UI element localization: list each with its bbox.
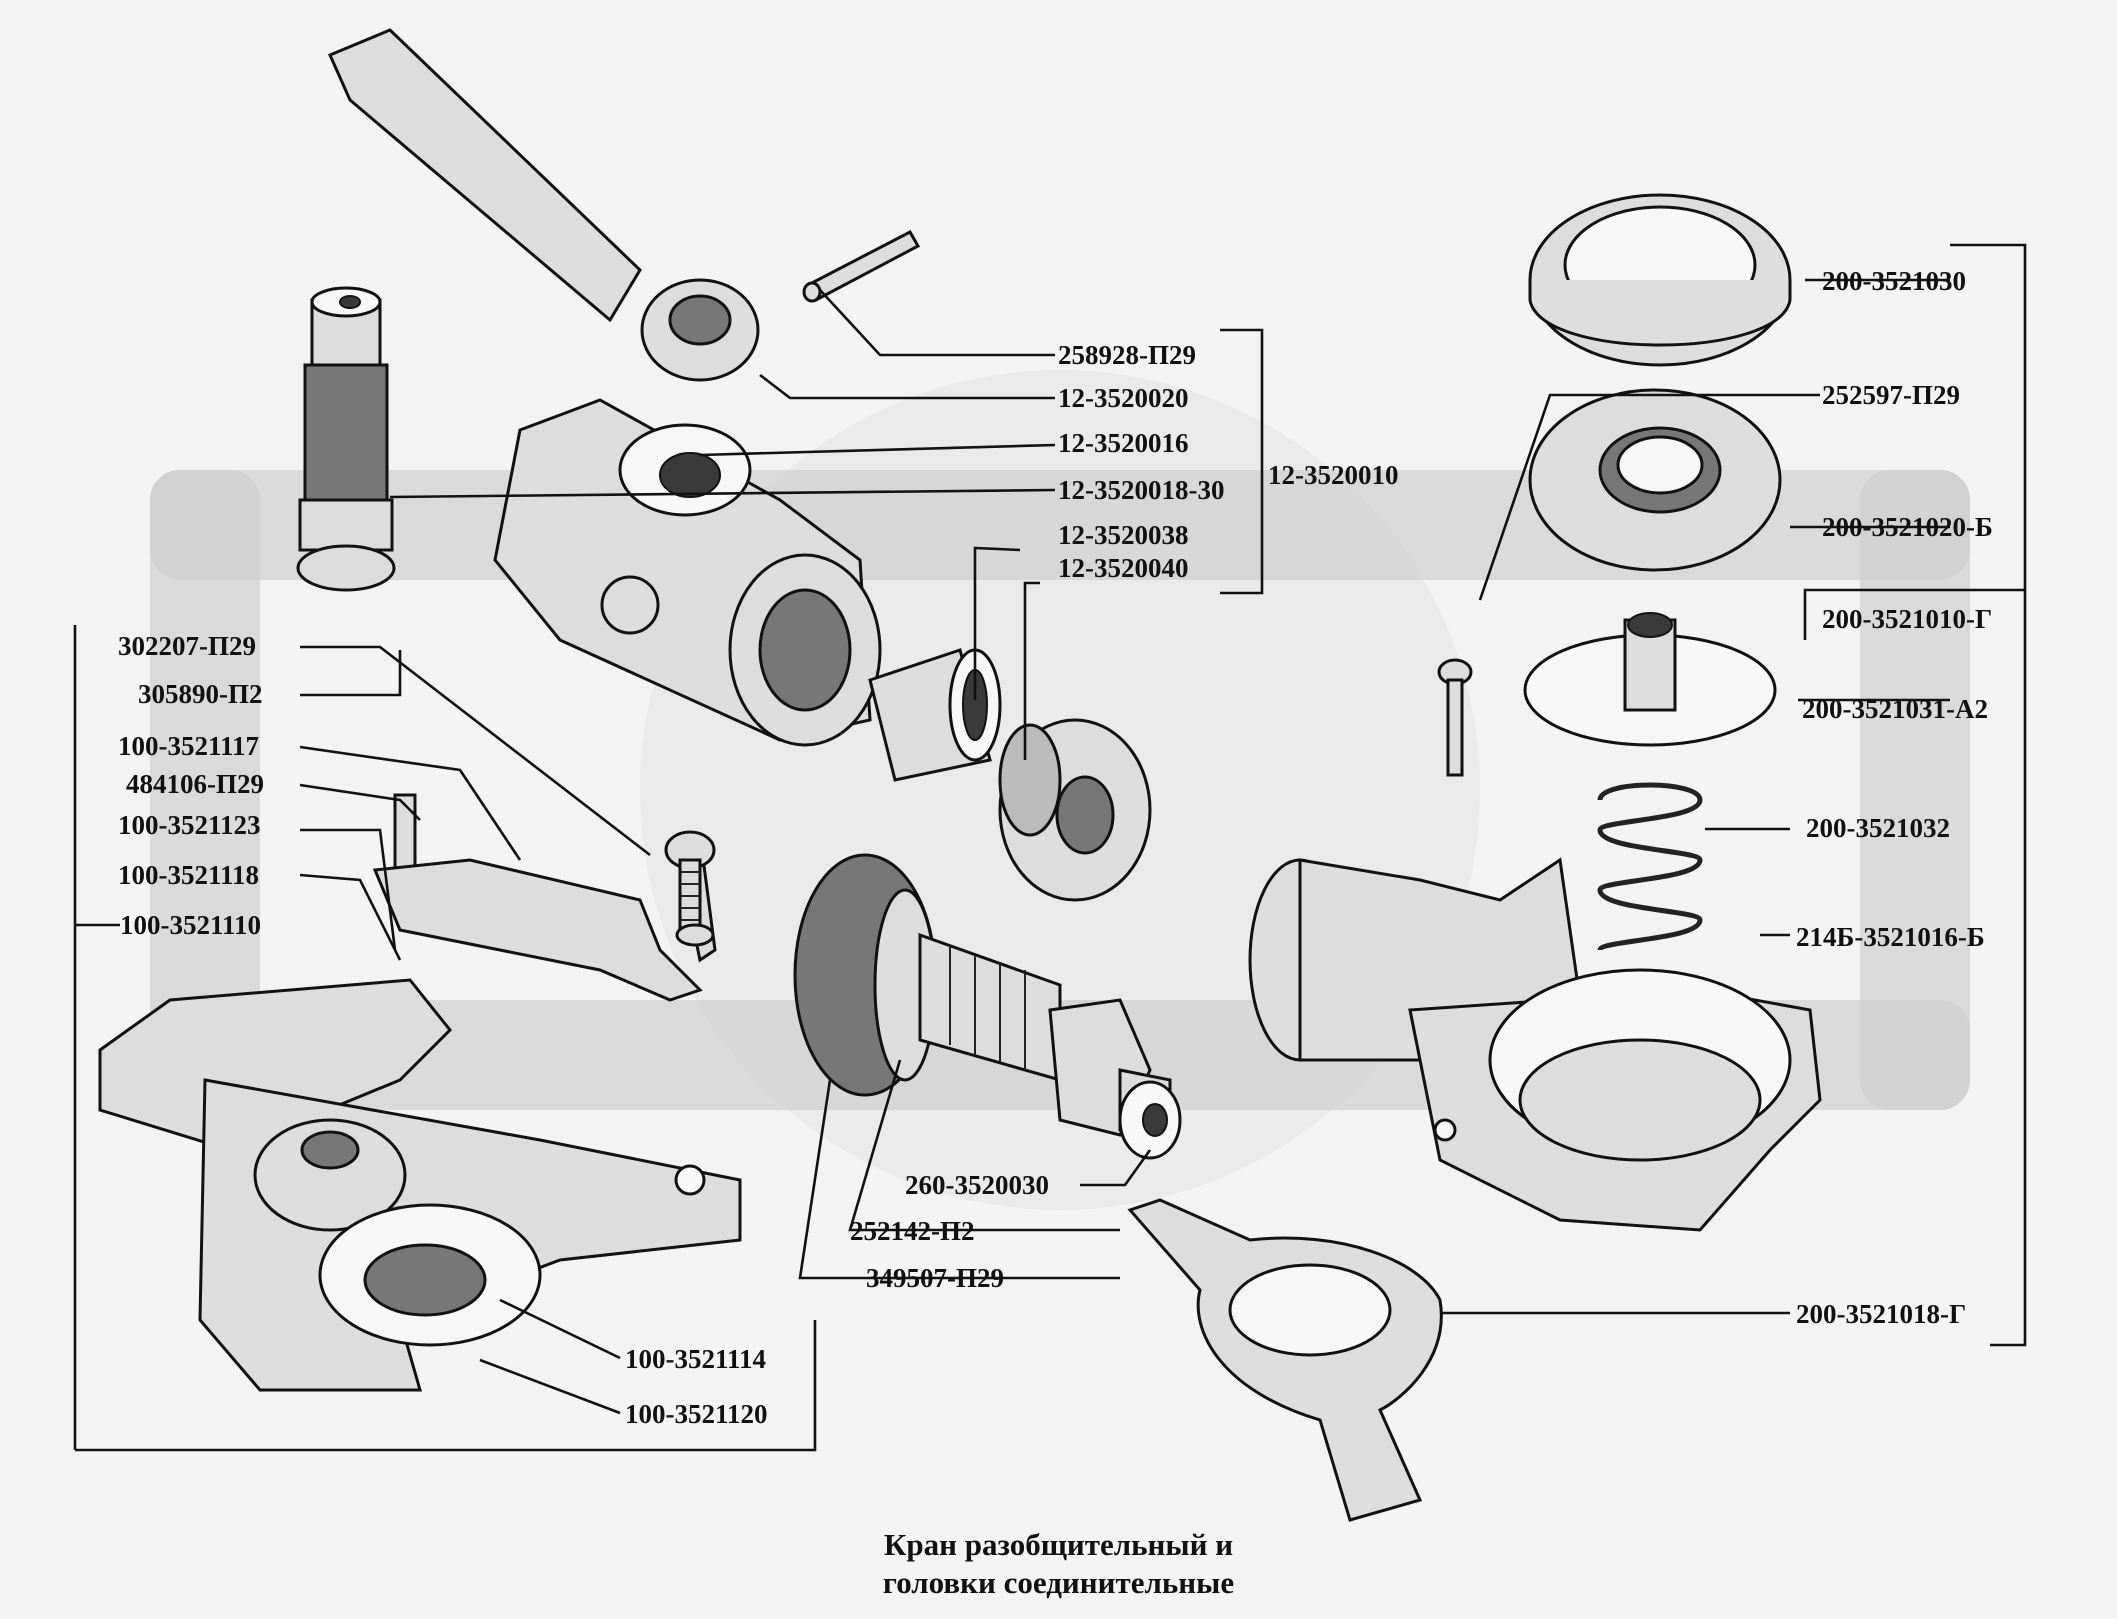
label-100-3521123: 100-3521123 [118, 810, 261, 840]
cover-part [1528, 388, 1782, 572]
valve-plug-part [296, 286, 396, 592]
cotter-pin-part [1437, 658, 1473, 777]
label-100-3521118: 100-3521118 [118, 860, 260, 890]
label-100-3521110: 100-3521110 [120, 910, 262, 940]
label-12-3520020: 12-3520020 [1058, 383, 1189, 413]
label-200-3521010-g: 200-3521010-Г [1822, 604, 1993, 634]
screw-part [664, 830, 716, 947]
label-200-3521018-g: 200-3521018-Г [1796, 1299, 1967, 1329]
valve-disc-part [1523, 612, 1777, 747]
ring-nut-part [1528, 193, 1792, 367]
label-258928-p29: 258928-П29 [1058, 340, 1196, 370]
valve-body-part [493, 398, 882, 747]
label-12-3520010: 12-3520010 [1268, 460, 1399, 490]
label-12-3520040: 12-3520040 [1058, 553, 1189, 583]
label-252142-p2: 252142-П2 [850, 1216, 975, 1246]
label-100-3521120: 100-3521120 [625, 1399, 768, 1429]
gasket-plate-part [1127, 1198, 1443, 1522]
label-252597-p29: 252597-П29 [1822, 380, 1960, 410]
label-302207-p29: 302207-П29 [118, 631, 256, 661]
spring-part [1597, 782, 1703, 953]
coupling-head-right-part [1248, 857, 1822, 1232]
label-305890-p2: 305890-П2 [138, 679, 263, 709]
label-260-3520030: 260-3520030 [905, 1170, 1049, 1200]
gasket-nut-part [998, 718, 1152, 902]
label-200-3521031-a2: 200-3521031-А2 [1802, 694, 1988, 724]
label-12-3520016: 12-3520016 [1058, 428, 1189, 458]
label-100-3521114: 100-3521114 [625, 1344, 767, 1374]
label-12-3520038: 12-3520038 [1058, 520, 1189, 550]
label-12-3520018-30: 12-3520018-30 [1058, 475, 1225, 505]
label-484106-p29: 484106-П29 [126, 769, 264, 799]
caption-line-1: Кран разобщительный и [883, 1527, 1234, 1562]
label-200-3521032: 200-3521032 [1806, 813, 1950, 843]
pin-part [802, 230, 921, 303]
label-200-3521030: 200-3521030 [1822, 266, 1966, 296]
label-100-3521117: 100-3521117 [118, 731, 260, 761]
crank-handle-part [328, 28, 760, 382]
leader-lines [73, 243, 2027, 1452]
label-200-3521020-b: 200-3521020-Б [1822, 512, 1993, 542]
valve-insert-part [868, 648, 1002, 782]
label-214b-3521016-b: 214Б-3521016-Б [1796, 922, 1985, 952]
threaded-fitting-part [793, 853, 1182, 1160]
label-349507-p29: 349507-П29 [866, 1263, 1004, 1293]
caption-line-2: головки соединительные [882, 1565, 1235, 1600]
